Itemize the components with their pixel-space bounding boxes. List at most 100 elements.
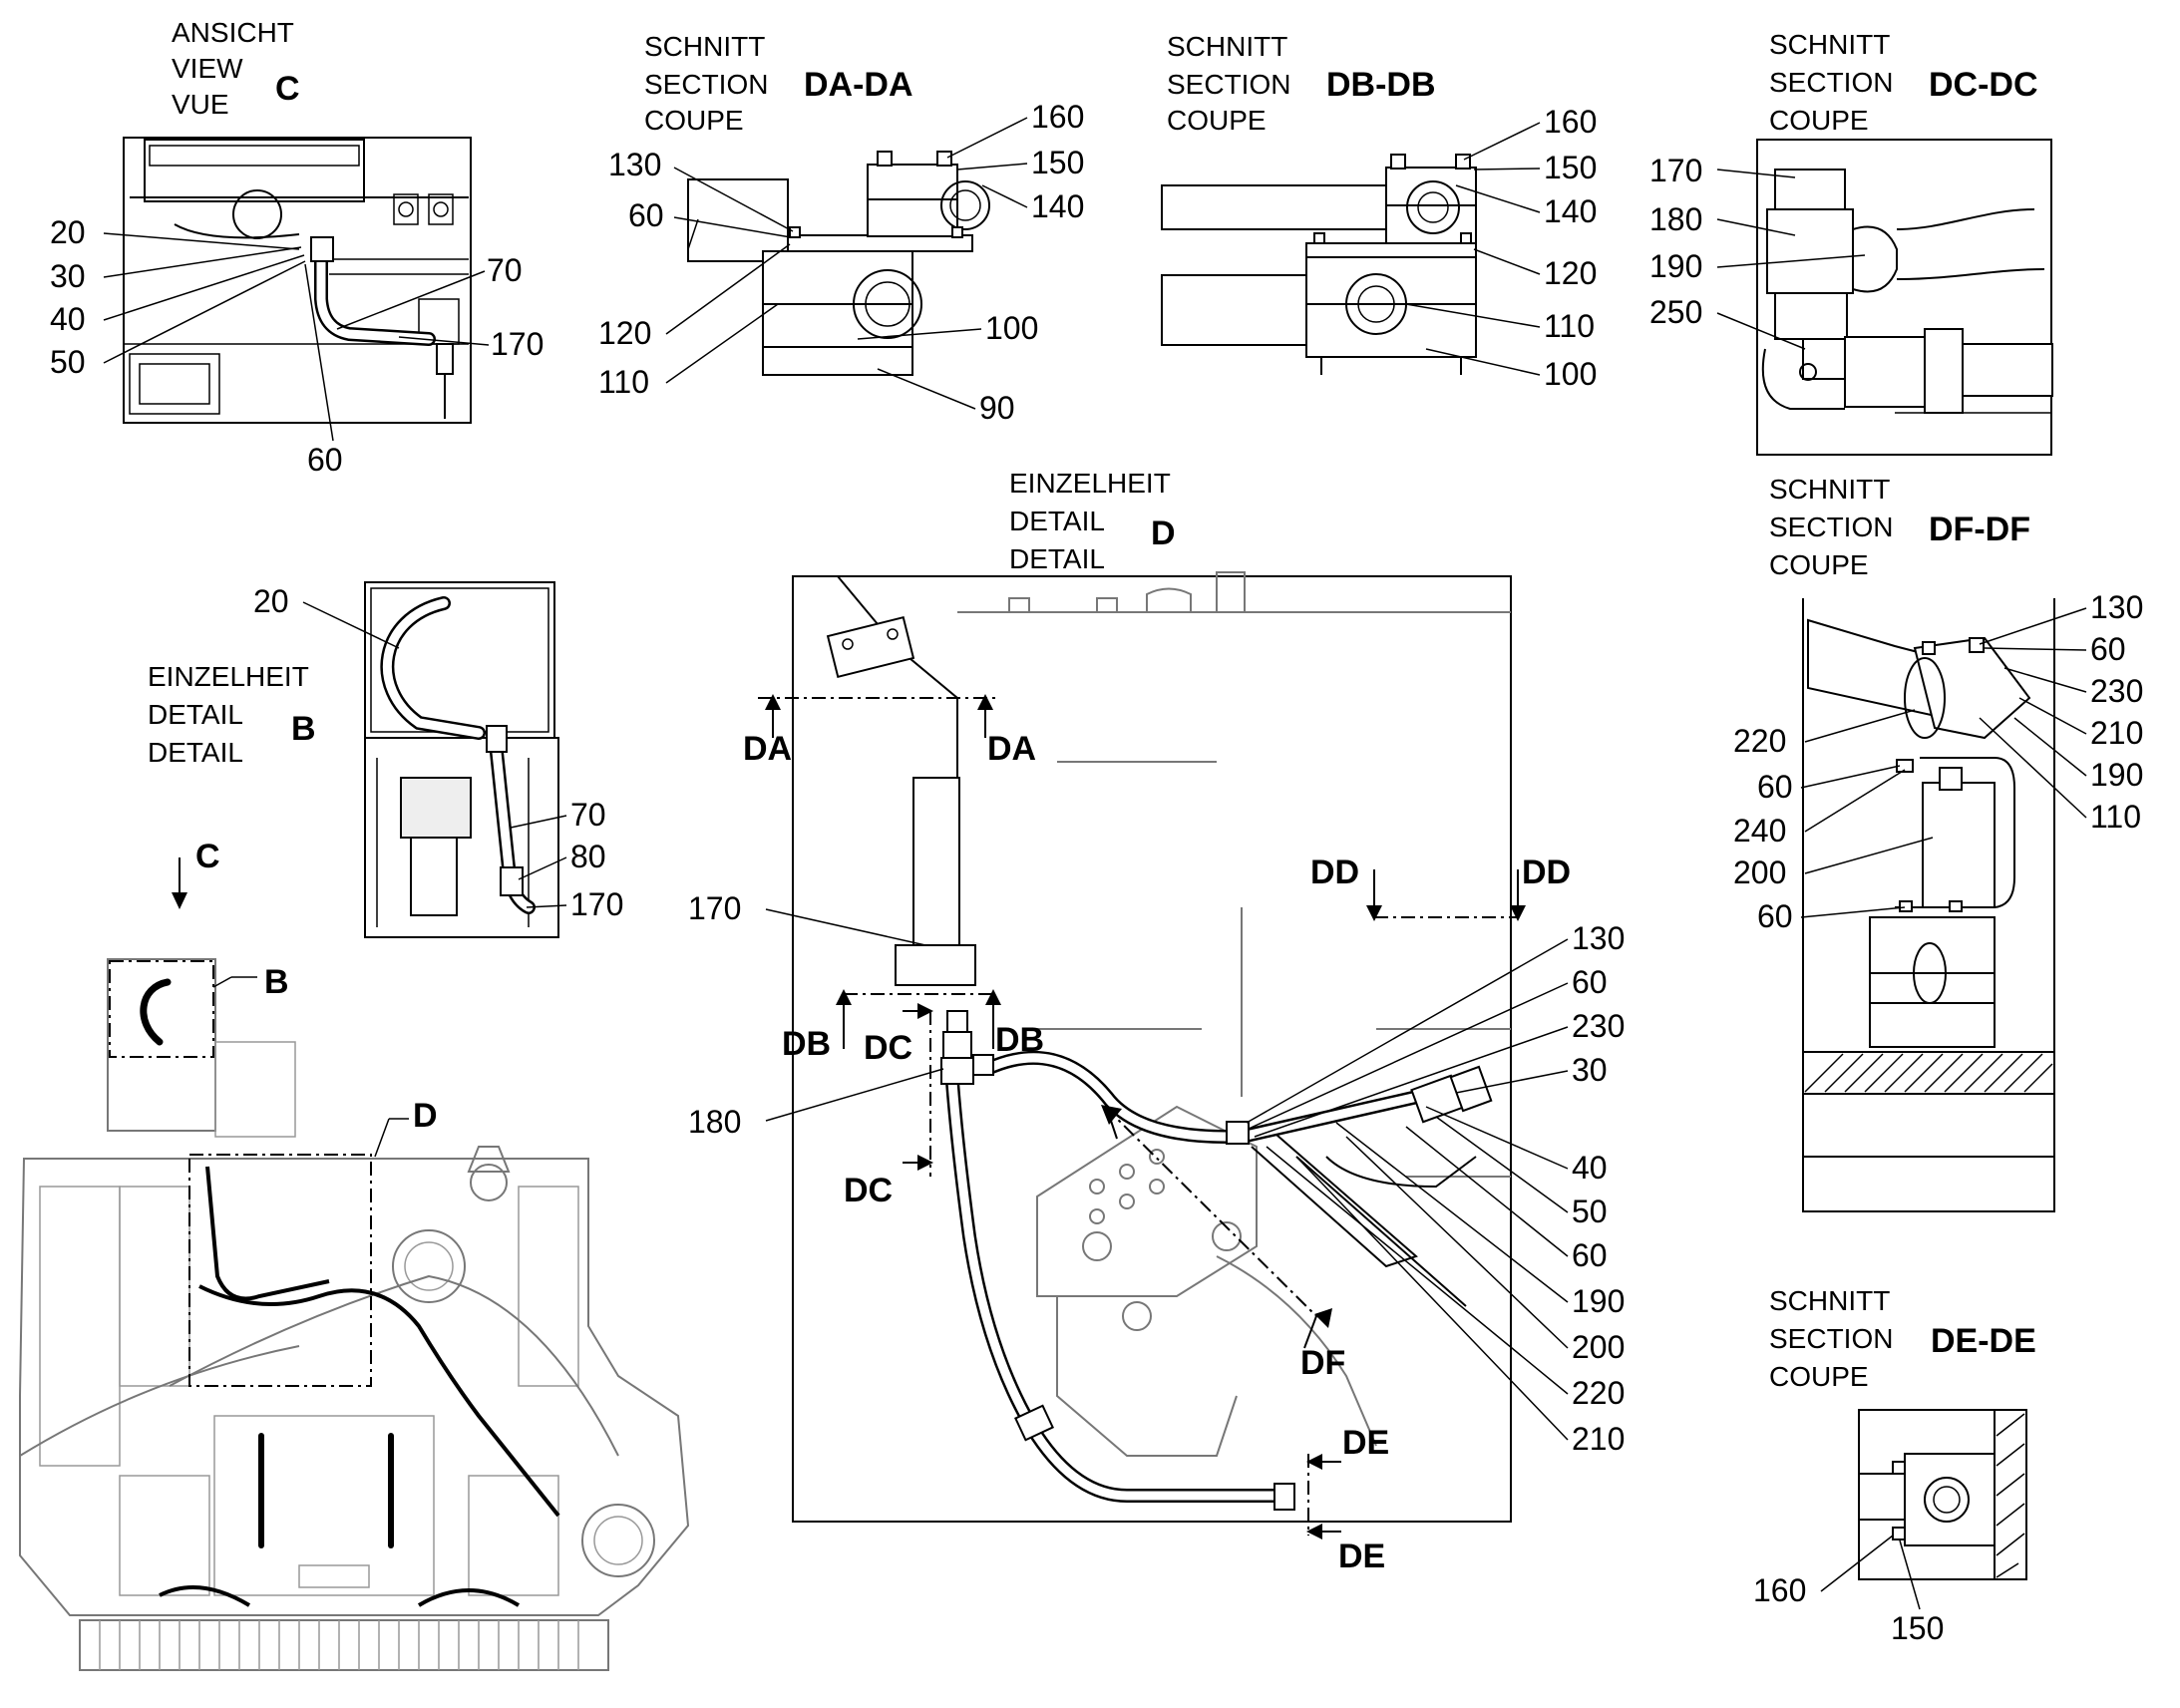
cut-de-bottom: DE — [1338, 1537, 1385, 1575]
detail-d-callout-200: 200 — [1572, 1329, 1625, 1365]
cut-da-right: DA — [987, 730, 1036, 768]
overview-machine: C B — [19, 838, 690, 1671]
detail-d-title-line1: EINZELHEIT — [1009, 468, 1171, 499]
cut-line-df — [1104, 1106, 1317, 1317]
detail-d-callout-60-bottom: 60 — [1572, 1237, 1608, 1273]
detail-b: EINZELHEIT DETAIL DETAIL B 20 70 80 170 — [148, 581, 623, 938]
section-df-callout-230: 230 — [2090, 673, 2143, 709]
section-da-title-line1: SCHNITT — [644, 31, 765, 62]
section-da-callout-140: 140 — [1031, 188, 1084, 224]
section-db-upper-bar — [1161, 184, 1387, 230]
section-df-callout-110: 110 — [2090, 799, 2141, 835]
detail-b-callout-80: 80 — [570, 839, 606, 874]
detail-d-callout-190: 190 — [1572, 1283, 1625, 1319]
detail-d-callout-180: 180 — [688, 1104, 741, 1140]
view-c-title-line3: VUE — [172, 89, 229, 120]
view-c-title-line2: VIEW — [172, 53, 243, 84]
section-db-leaders — [1405, 122, 1541, 376]
detail-b-title-line3: DETAIL — [148, 737, 243, 768]
detail-d-title-line2: DETAIL — [1009, 506, 1105, 536]
detail-d-title-line3: DETAIL — [1009, 543, 1105, 574]
section-da-plate — [787, 234, 973, 252]
view-c-callout-20: 20 — [50, 214, 86, 250]
detail-b-title-line1: EINZELHEIT — [148, 661, 309, 692]
section-df-title-line1: SCHNITT — [1769, 474, 1890, 505]
section-df-hatch — [1804, 1053, 2053, 1093]
section-da-callout-110: 110 — [598, 364, 649, 400]
view-c-callout-40: 40 — [50, 301, 86, 337]
detail-d-mount-bracket — [895, 944, 976, 986]
section-dc-dc: SCHNITT SECTION COUPE DC-DC 170 180 190 … — [1649, 29, 2053, 456]
detail-d-tag: D — [413, 1097, 438, 1135]
section-dc-callout-180: 180 — [1649, 201, 1702, 237]
detail-d-callout-230: 230 — [1572, 1008, 1625, 1044]
section-da-lower-pipe — [853, 269, 922, 339]
detail-b-callout-20: 20 — [253, 583, 289, 619]
section-df-callout-190: 190 — [2090, 757, 2143, 793]
section-da-callout-150: 150 — [1031, 145, 1084, 180]
section-da-base — [762, 346, 913, 376]
detail-b-callout-70: 70 — [570, 797, 606, 833]
overview-hydraulic-drum — [392, 1229, 466, 1303]
detail-d-callout-30: 30 — [1572, 1052, 1608, 1088]
detail-d-arm — [837, 575, 958, 778]
cut-dc-bottom: DC — [844, 1172, 893, 1209]
section-df-title-line3: COUPE — [1769, 549, 1869, 580]
cut-de-top: DE — [1342, 1424, 1389, 1462]
section-db-callout-120: 120 — [1544, 255, 1597, 291]
detail-d-callout-50: 50 — [1572, 1194, 1608, 1229]
section-db-callout-160: 160 — [1544, 104, 1597, 140]
detail-b-filter-head — [400, 777, 472, 839]
section-df-callout-60-mid: 60 — [1757, 769, 1793, 805]
section-db-callout-110: 110 — [1544, 308, 1595, 344]
section-de-title-line1: SCHNITT — [1769, 1285, 1890, 1316]
section-dc-frame — [1756, 139, 2052, 456]
view-c-title-id: C — [275, 70, 300, 108]
section-db-title-line1: SCHNITT — [1167, 31, 1287, 62]
section-de-title-line2: SECTION — [1769, 1323, 1893, 1354]
cut-dd-right: DD — [1522, 854, 1571, 891]
detail-d-leaders — [765, 908, 1569, 1441]
cut-dd-left: DD — [1310, 854, 1359, 891]
section-db-title-id: DB-DB — [1326, 66, 1436, 104]
view-c-top-housing — [144, 139, 365, 202]
overview-track-treads — [99, 1620, 579, 1670]
section-df-title-line2: SECTION — [1769, 512, 1893, 542]
detail-b-leaders — [302, 601, 567, 908]
section-db-lower-bar — [1161, 274, 1312, 346]
detail-b-callout-170: 170 — [570, 886, 623, 922]
cut-df: DF — [1300, 1344, 1345, 1382]
section-de-hatch — [1996, 1413, 2025, 1578]
section-dc-callout-190: 190 — [1649, 248, 1702, 284]
section-db-db: SCHNITT SECTION COUPE DB-DB 160 150 140 … — [1161, 31, 1597, 392]
detail-d-callout-210: 210 — [1572, 1421, 1625, 1457]
section-df-df: SCHNITT SECTION COUPE DF-DF — [1733, 474, 2143, 1212]
section-dc-title-line2: SECTION — [1769, 67, 1893, 98]
section-da-title-id: DA-DA — [804, 66, 913, 104]
section-dc-callout-250: 250 — [1649, 294, 1702, 330]
cut-da-left: DA — [743, 730, 792, 768]
section-da-callout-160: 160 — [1031, 99, 1084, 135]
section-df-pipe — [1904, 657, 1946, 739]
section-dc-title-id: DC-DC — [1929, 66, 2038, 104]
section-db-lower-clamp — [1305, 256, 1477, 358]
section-df-clamp-body — [1922, 782, 1996, 908]
section-dc-elbow-nut — [1844, 336, 1926, 408]
detail-b-fitting — [500, 866, 524, 896]
detail-d: EINZELHEIT DETAIL DETAIL D — [688, 468, 1625, 1575]
detail-b-filter-body — [410, 837, 458, 916]
section-da-callout-130: 130 — [608, 147, 661, 182]
section-df-callout-240: 240 — [1733, 813, 1786, 849]
section-da-callout-100: 100 — [985, 310, 1038, 346]
cut-db-right: DB — [995, 1021, 1044, 1059]
section-db-callout-140: 140 — [1544, 193, 1597, 229]
section-de-pipe — [1924, 1477, 1970, 1523]
cut-db-left: DB — [782, 1025, 831, 1063]
section-da-title-line2: SECTION — [644, 69, 768, 100]
detail-b-boundary — [109, 960, 214, 1058]
view-c-callout-30: 30 — [50, 258, 86, 294]
view-c-title-line1: ANSICHT — [172, 17, 294, 48]
section-df-callout-60-top: 60 — [2090, 631, 2126, 667]
view-c-callout-60: 60 — [307, 442, 343, 478]
